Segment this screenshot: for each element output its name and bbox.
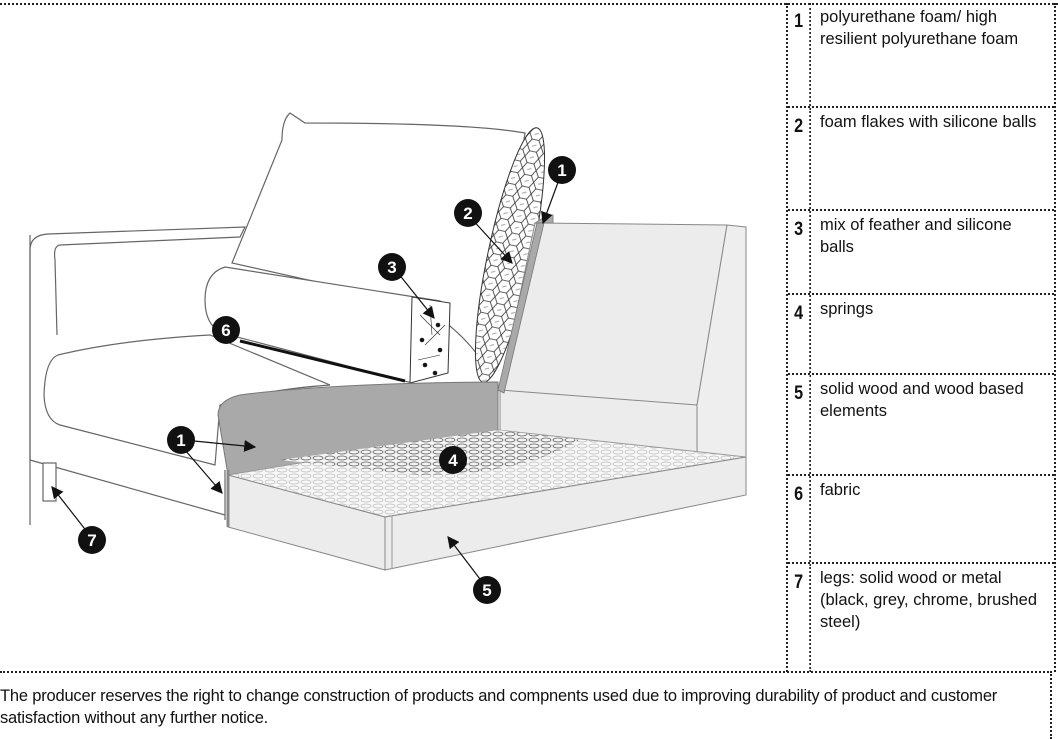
legend-label: legs: solid wood or metal (black, grey, … — [820, 569, 1038, 631]
legend-number: 2 — [788, 108, 811, 209]
legend-label: fabric — [820, 481, 861, 499]
legend-number: 7 — [788, 564, 811, 672]
callout-1-top: 1 — [541, 156, 576, 225]
armrest — [29, 226, 246, 525]
legend-label: mix of feather and silicone balls — [820, 216, 1012, 256]
legend-row: 1 polyurethane foam/ high resilient poly… — [788, 3, 1054, 106]
svg-text:2: 2 — [463, 204, 472, 223]
svg-text:6: 6 — [221, 321, 230, 340]
legend-label: springs — [820, 300, 874, 318]
legend-number: 5 — [788, 375, 811, 474]
callout-3: 3 — [378, 253, 435, 319]
legend-row: 5 solid wood and wood based elements — [788, 373, 1054, 474]
svg-text:5: 5 — [482, 581, 491, 600]
callout-5: 5 — [447, 536, 501, 604]
legend-label: foam flakes with silicone balls — [820, 113, 1037, 131]
producer-notice: The producer reserves the right to chang… — [0, 687, 998, 727]
top-border — [0, 3, 1058, 5]
svg-text:7: 7 — [87, 531, 96, 550]
sofa-leg — [42, 462, 57, 502]
callout-2: 2 — [454, 199, 513, 264]
legend-label: polyurethane foam/ high resilient polyur… — [820, 8, 1019, 48]
right-border — [1050, 671, 1052, 739]
wooden-frame — [226, 456, 747, 571]
legend-row: 7 legs: solid wood or metal (black, grey… — [788, 562, 1054, 672]
legend-number: 3 — [788, 211, 811, 293]
seat-foam — [217, 381, 499, 476]
sofa-construction-diagram: 1 2 3 6 1 4 5 7 — [29, 112, 747, 604]
legend-number: 6 — [788, 476, 811, 562]
legend-row: 3 mix of feather and silicone balls — [788, 209, 1054, 293]
legend-row: 2 foam flakes with silicone balls — [788, 106, 1054, 209]
legend-row: 4 springs — [788, 293, 1054, 373]
legend-label: solid wood and wood based elements — [820, 380, 1024, 420]
callout-4: 4 — [439, 446, 467, 474]
legend-number: 4 — [788, 295, 811, 373]
callout-6: 6 — [212, 316, 240, 344]
svg-text:4: 4 — [448, 451, 458, 470]
fabric-line — [239, 339, 406, 383]
legend-row: 6 fabric — [788, 474, 1054, 562]
spring-base-dark — [280, 430, 580, 475]
svg-text:1: 1 — [557, 161, 566, 180]
back-frame — [497, 214, 747, 464]
table-bottom-border — [0, 671, 1052, 673]
svg-text:1: 1 — [176, 431, 185, 450]
legend-number: 1 — [788, 3, 811, 106]
svg-text:3: 3 — [387, 258, 396, 277]
legend-table: 1 polyurethane foam/ high resilient poly… — [786, 3, 1056, 672]
callout-1-seat: 1 — [167, 426, 257, 494]
callout-7: 7 — [51, 486, 106, 554]
